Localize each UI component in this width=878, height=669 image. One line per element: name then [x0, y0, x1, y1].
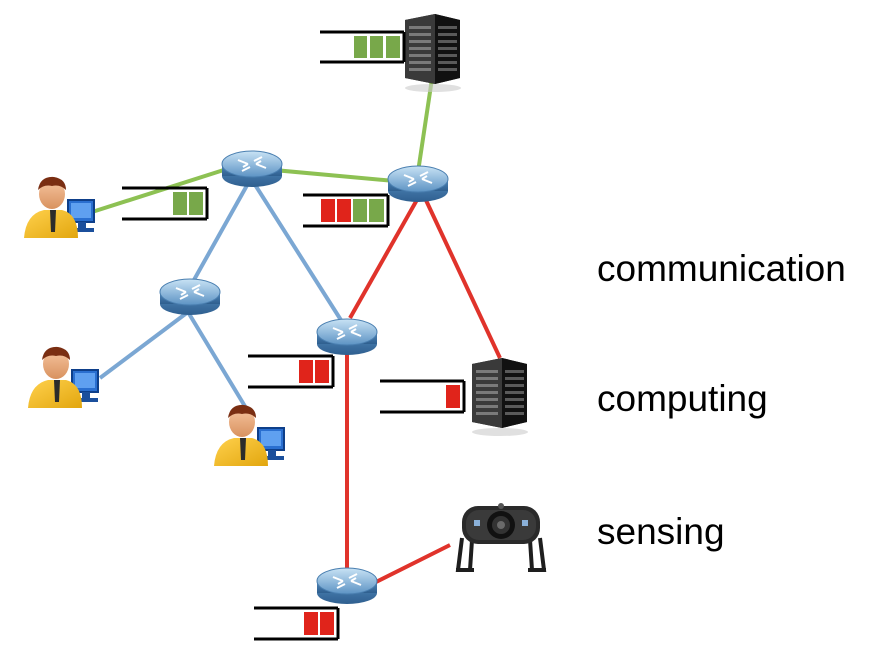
router-5-queue	[254, 606, 340, 641]
router-icon	[316, 318, 378, 355]
queue-slot	[313, 358, 331, 385]
legend-sensing: sensing	[597, 511, 725, 552]
legend-computing: computing	[597, 378, 768, 419]
router-4-queue	[248, 354, 335, 389]
server-icon	[405, 14, 461, 92]
link-red	[369, 543, 451, 587]
router-icon	[221, 150, 283, 187]
user-computer-icon	[24, 176, 95, 238]
link-blue	[188, 179, 252, 288]
legend-communication: communication	[597, 248, 846, 289]
link-blue	[250, 178, 348, 330]
router-icon	[316, 567, 378, 604]
router-icon	[159, 278, 221, 315]
queue-slot	[335, 197, 353, 224]
mid-server-queue	[380, 379, 466, 414]
link-red	[348, 197, 420, 319]
user-computer-icon	[214, 404, 285, 466]
user-computer-icon	[28, 346, 99, 408]
router-icon	[387, 165, 449, 202]
queue-slot	[367, 197, 386, 224]
queue-slot	[187, 190, 205, 217]
link-green	[91, 166, 231, 214]
router-2-queue	[303, 193, 390, 228]
link-blue	[186, 310, 248, 410]
server-icon	[472, 358, 528, 436]
queue-slot	[368, 34, 385, 60]
queue-slot	[384, 34, 402, 60]
user-1-queue	[122, 186, 209, 221]
queue-slot	[302, 610, 320, 637]
queue-slot	[171, 190, 189, 217]
queue-slot	[318, 610, 336, 637]
queue-slot	[352, 34, 369, 60]
queue-slot	[319, 197, 337, 224]
queue-slot	[297, 358, 315, 385]
link-red	[422, 195, 502, 359]
queues	[122, 30, 466, 641]
queue-slot	[351, 197, 369, 224]
queue-slot	[444, 383, 462, 410]
camera-icon	[455, 503, 547, 572]
top-server-queue	[320, 30, 406, 64]
link-blue	[98, 310, 190, 380]
links	[91, 71, 502, 587]
